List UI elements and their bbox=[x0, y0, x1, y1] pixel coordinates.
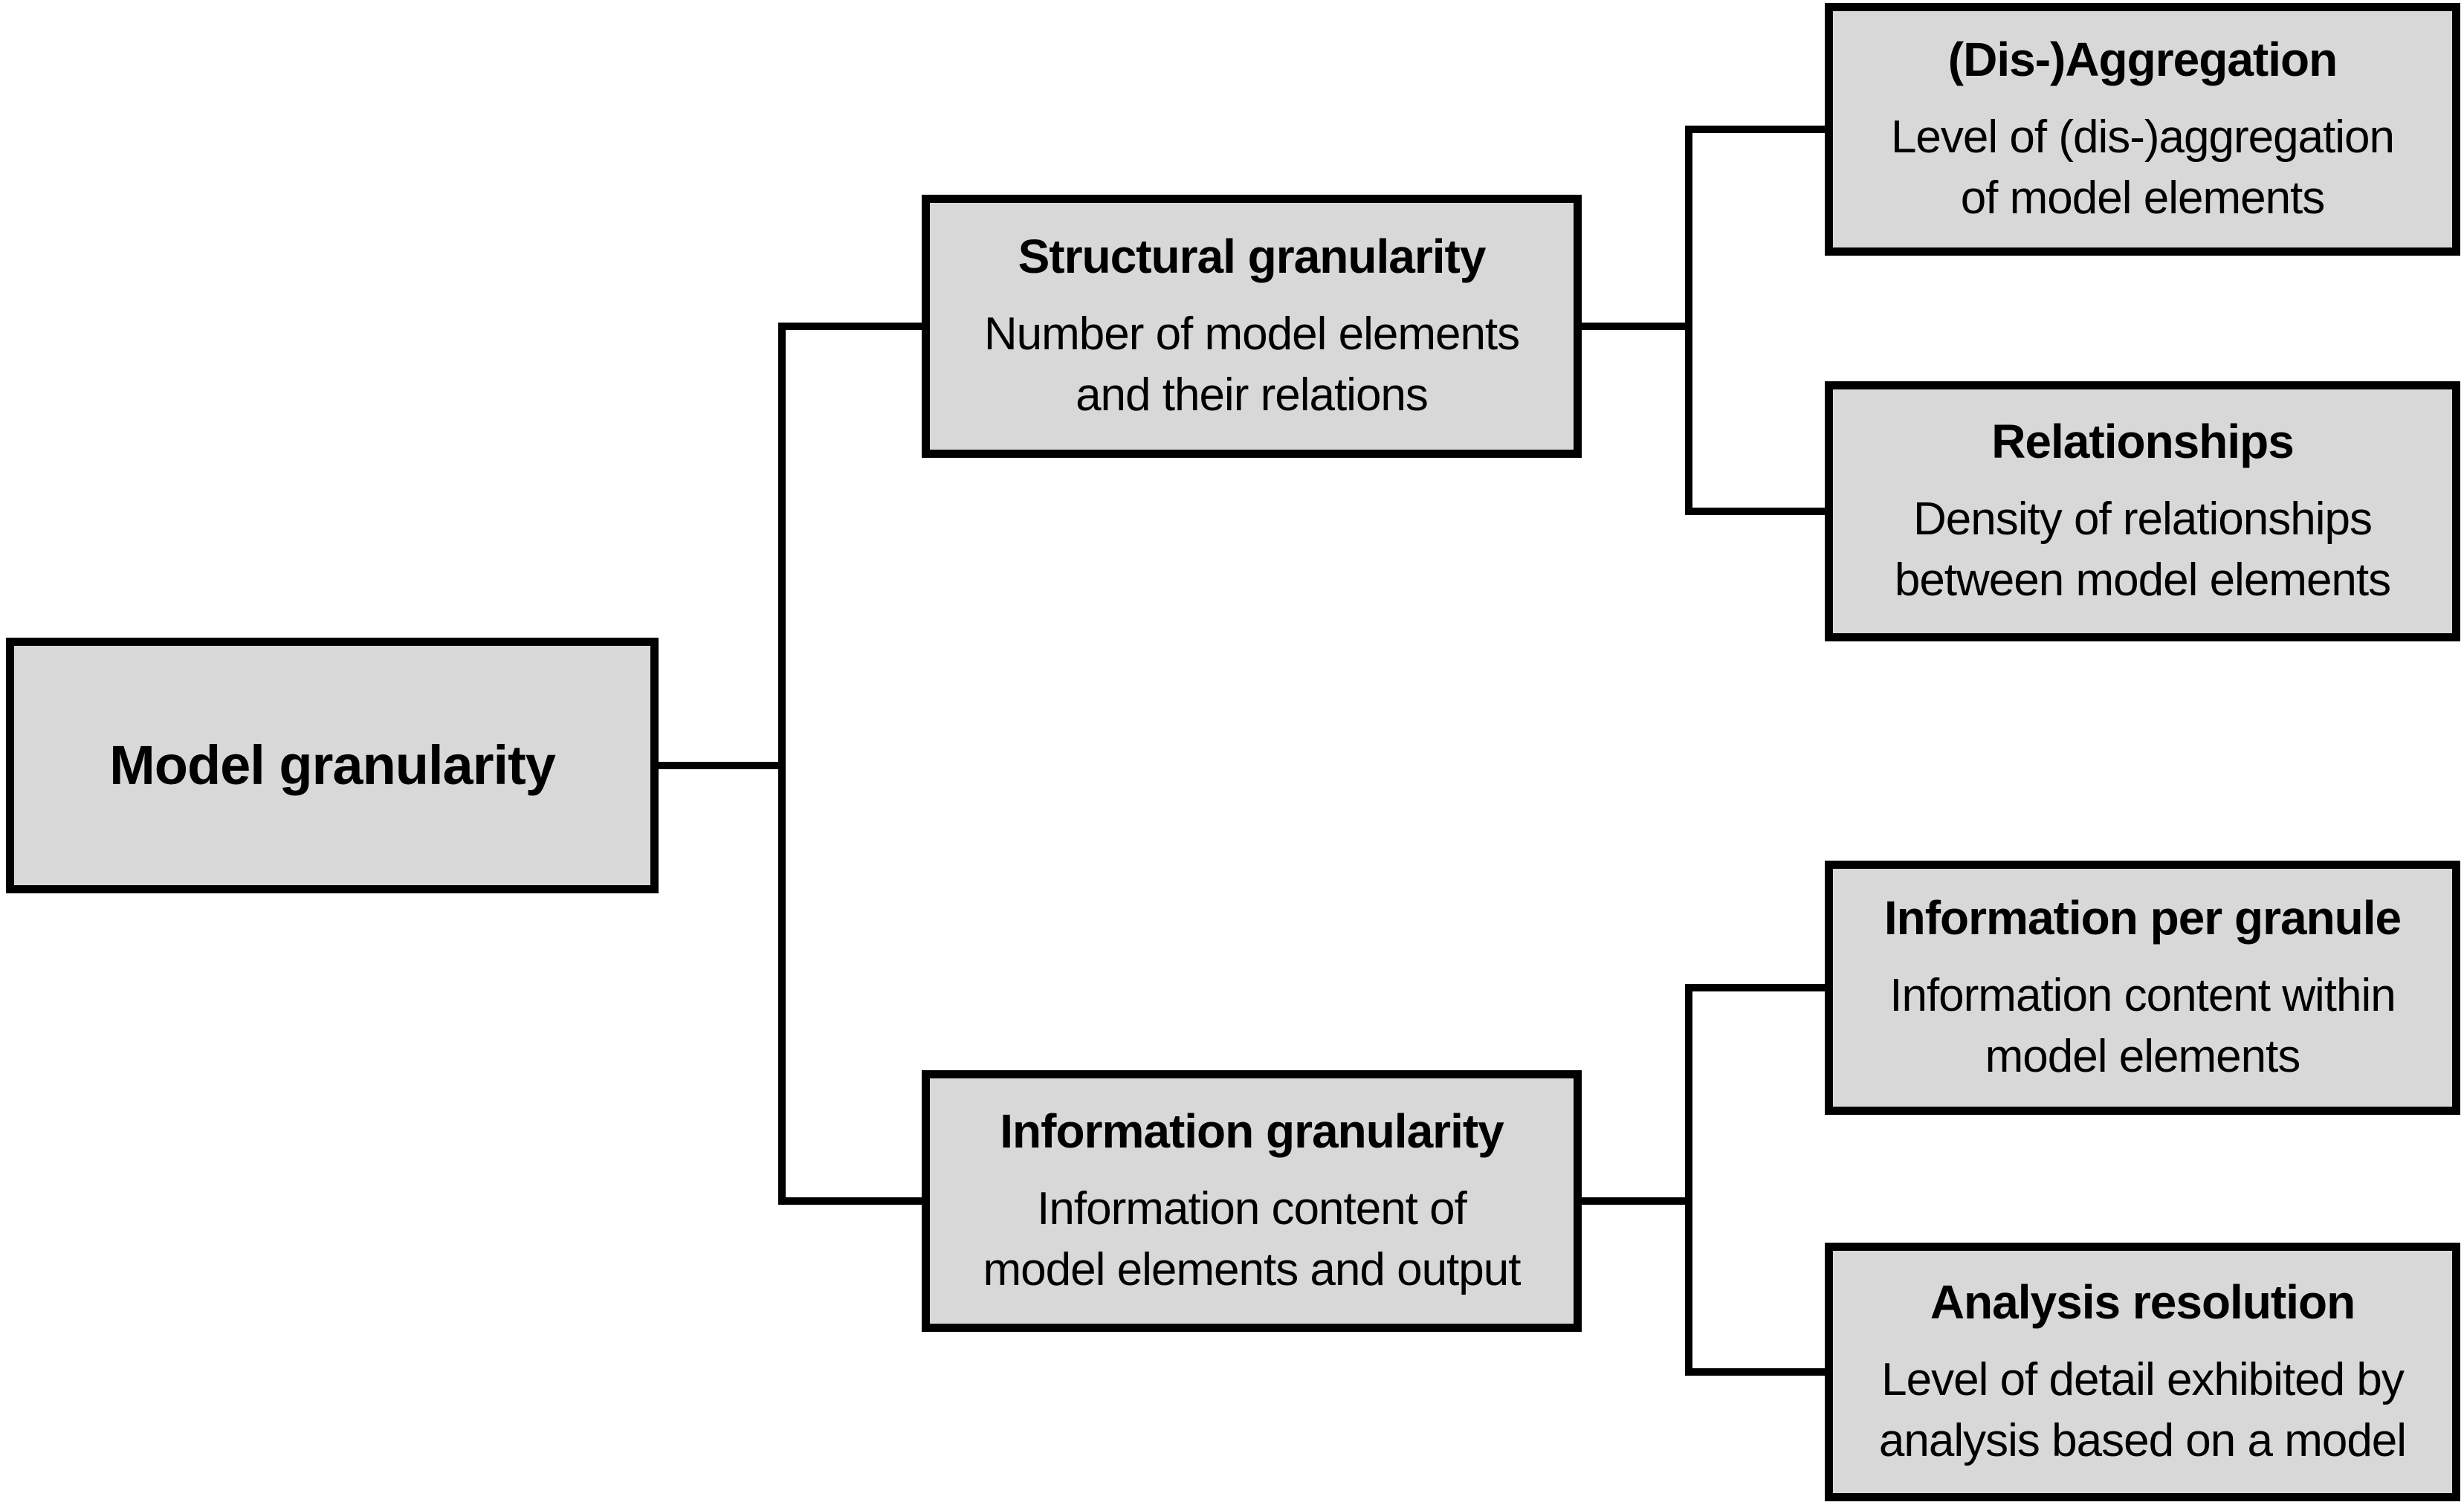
connector-structural-in bbox=[778, 323, 922, 330]
node-model-granularity: Model granularity bbox=[6, 638, 659, 893]
node-structural-granularity: Structural granularity Number of model e… bbox=[922, 195, 1582, 458]
node-model-granularity-title: Model granularity bbox=[109, 734, 556, 796]
node-dis-aggregation-title: (Dis-)Aggregation bbox=[1947, 33, 2338, 87]
node-information-granularity-title: Information granularity bbox=[1000, 1104, 1504, 1159]
node-dis-aggregation: (Dis-)Aggregation Level of (dis-)aggrega… bbox=[1825, 3, 2460, 256]
connector-analysis-resolution-in bbox=[1685, 1368, 1825, 1376]
trunk-information bbox=[1685, 984, 1692, 1376]
node-relationships-title: Relationships bbox=[1991, 415, 2295, 469]
node-information-per-granule-title: Information per granule bbox=[1883, 891, 2402, 945]
node-structural-granularity-desc: Number of model elements and their relat… bbox=[983, 308, 1520, 421]
connector-information-out bbox=[1582, 1197, 1692, 1205]
node-information-per-granule-desc: Information content within model element… bbox=[1889, 970, 2396, 1082]
connector-information-in bbox=[778, 1197, 922, 1205]
connector-information-per-granule-in bbox=[1685, 984, 1825, 991]
connector-structural-out bbox=[1582, 323, 1692, 330]
connector-relationships-in bbox=[1685, 508, 1825, 515]
connector-dis-aggregation-in bbox=[1685, 126, 1825, 133]
trunk-structural bbox=[1685, 126, 1692, 515]
node-analysis-resolution: Analysis resolution Level of detail exhi… bbox=[1825, 1243, 2460, 1501]
node-information-granularity: Information granularity Information cont… bbox=[922, 1070, 1582, 1332]
node-analysis-resolution-title: Analysis resolution bbox=[1930, 1275, 2355, 1330]
node-information-granularity-desc: Information content of model elements an… bbox=[983, 1183, 1522, 1295]
connector-root-out bbox=[659, 762, 786, 769]
trunk-level1 bbox=[778, 323, 786, 1205]
node-structural-granularity-title: Structural granularity bbox=[1018, 230, 1487, 284]
node-information-per-granule: Information per granule Information cont… bbox=[1825, 861, 2460, 1115]
node-relationships: Relationships Density of relationships b… bbox=[1825, 381, 2460, 641]
node-analysis-resolution-desc: Level of detail exhibited by analysis ba… bbox=[1878, 1354, 2407, 1466]
node-dis-aggregation-desc: Level of (dis-)aggregation of model elem… bbox=[1890, 111, 2395, 224]
node-relationships-desc: Density of relationships between model e… bbox=[1894, 493, 2391, 606]
